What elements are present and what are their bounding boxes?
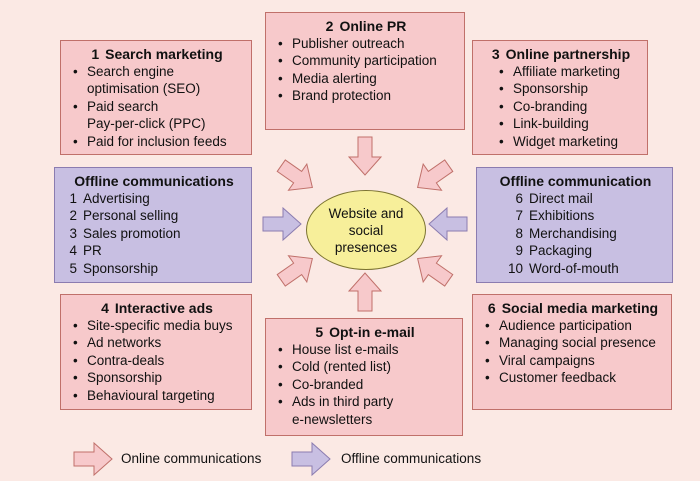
item-list: House list e-mails Cold (rented list) Co… bbox=[274, 341, 456, 428]
list-item: House list e-mails bbox=[274, 341, 456, 359]
list-item: Brand protection bbox=[274, 87, 458, 105]
list-item: Link-building bbox=[495, 115, 641, 133]
box-title: Offline communication bbox=[499, 173, 652, 189]
offline-arrow-right bbox=[428, 207, 468, 241]
online-arrow-bottom-left bbox=[271, 244, 323, 294]
item-list: Audience participation Managing social p… bbox=[481, 317, 665, 387]
list-item: Search engine bbox=[69, 63, 245, 81]
list-item: Paid for inclusion feeds bbox=[69, 133, 245, 151]
item-list: Affiliate marketing Sponsorship Co-brand… bbox=[495, 63, 641, 150]
list-item: Site-specific media buys bbox=[69, 317, 245, 335]
item-list: Search engine optimisation (SEO) Paid se… bbox=[69, 63, 245, 150]
box-title: Offline communications bbox=[74, 173, 234, 189]
list-item: Community participation bbox=[274, 52, 458, 70]
item-list: Site-specific media buys Ad networks Con… bbox=[69, 317, 245, 404]
list-item: Media alerting bbox=[274, 70, 458, 88]
website-center-node: Website and social presences bbox=[306, 190, 426, 270]
list-item-continuation: Pay-per-click (PPC) bbox=[87, 116, 206, 132]
legend-offline-label: Offline communications bbox=[341, 451, 482, 466]
list-item-continuation: e-newsletters bbox=[292, 411, 373, 427]
list-item: Affiliate marketing bbox=[495, 63, 641, 81]
legend-online-label: Online communications bbox=[121, 451, 262, 466]
list-item: Ad networks bbox=[69, 334, 245, 352]
list-item: Widget marketing bbox=[495, 133, 641, 151]
legend-online-arrow-icon bbox=[73, 442, 113, 476]
list-item: Co-branding bbox=[495, 98, 641, 116]
center-label: Website and social presences bbox=[328, 205, 404, 255]
offline-arrow-left bbox=[262, 207, 302, 241]
list-item: Managing social presence bbox=[481, 334, 665, 352]
list-item: Sponsorship bbox=[495, 80, 641, 98]
list-item: Co-branded bbox=[274, 376, 456, 394]
online-arrow-bottom bbox=[348, 272, 382, 312]
online-arrow-bottom-right bbox=[407, 244, 459, 294]
list-item: Behavioural targeting bbox=[69, 387, 245, 405]
list-item: Sponsorship bbox=[69, 369, 245, 387]
list-item: Cold (rented list) bbox=[274, 358, 456, 376]
online-arrow-top-left bbox=[271, 152, 323, 202]
online-arrow-top bbox=[348, 136, 382, 176]
list-item: Viral campaigns bbox=[481, 352, 665, 370]
item-list: Publisher outreach Community participati… bbox=[274, 35, 458, 105]
online-arrow-top-right bbox=[407, 152, 459, 202]
legend-offline-arrow-icon bbox=[291, 442, 331, 476]
list-item: Ads in third party bbox=[274, 393, 456, 411]
list-item: Publisher outreach bbox=[274, 35, 458, 53]
list-item: Contra-deals bbox=[69, 352, 245, 370]
list-item: Paid search bbox=[69, 98, 245, 116]
list-item-continuation: optimisation (SEO) bbox=[87, 81, 201, 97]
list-item: Audience participation bbox=[481, 317, 665, 335]
list-item: Customer feedback bbox=[481, 369, 665, 387]
